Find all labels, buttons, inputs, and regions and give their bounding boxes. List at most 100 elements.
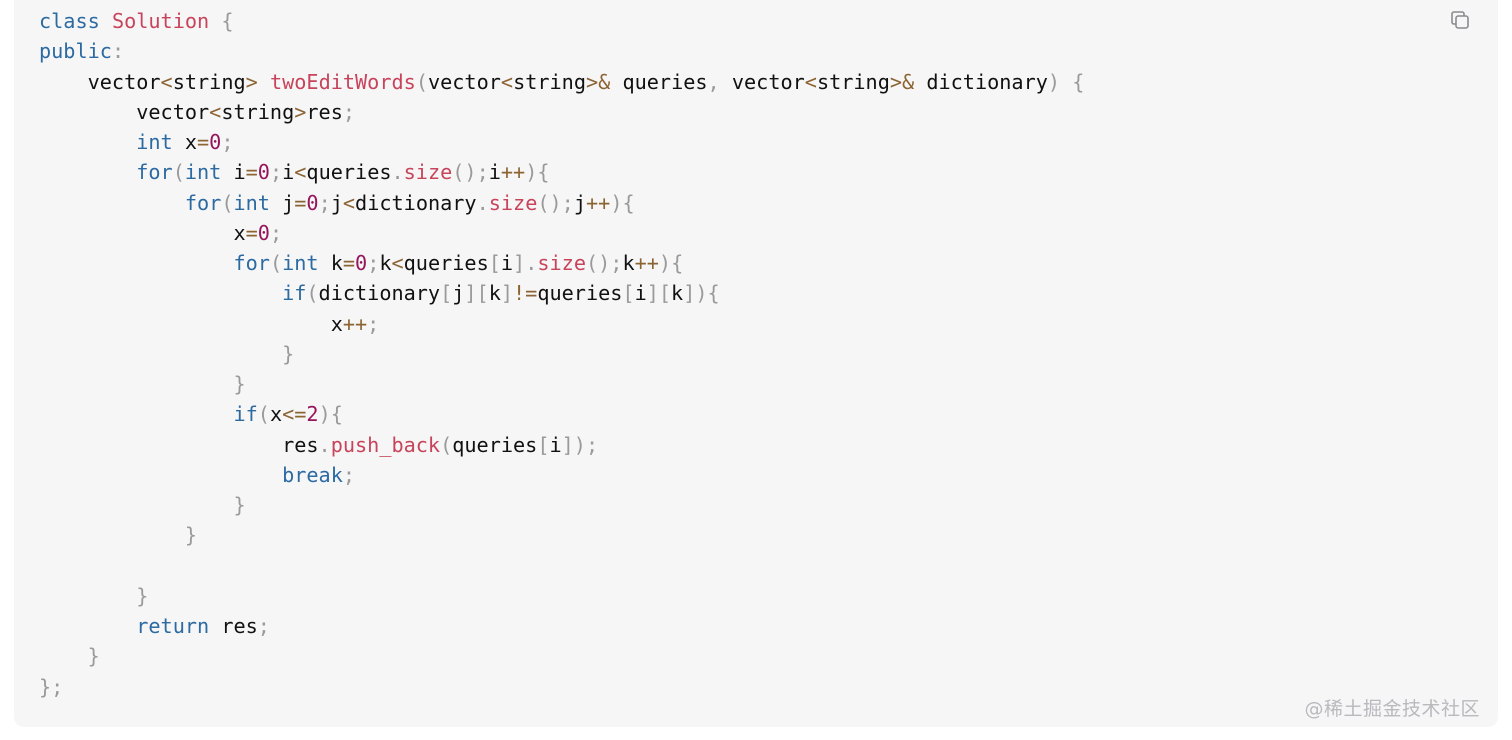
code-token: public bbox=[39, 39, 112, 64]
code-token: size bbox=[537, 251, 586, 275]
code-token: int bbox=[282, 251, 319, 275]
code-token: x bbox=[269, 402, 283, 427]
code-line: } bbox=[39, 490, 1084, 520]
code-token: queries bbox=[452, 432, 538, 457]
code-block: class Solution {public: vector<string> t… bbox=[14, 0, 1498, 727]
code-line: vector<string> twoEditWords(vector<strin… bbox=[39, 67, 1085, 97]
code-token: x bbox=[39, 311, 343, 336]
code-token: class bbox=[39, 9, 100, 33]
code-token: <= bbox=[282, 402, 307, 427]
code-token: k bbox=[488, 281, 501, 306]
code-line: x++; bbox=[39, 309, 1084, 339]
code-token: i bbox=[549, 432, 562, 457]
code-token: 0 bbox=[257, 160, 270, 185]
code-token: = bbox=[245, 220, 258, 245]
code-token: res bbox=[209, 614, 258, 638]
code-token: twoEditWords bbox=[269, 69, 416, 94]
code-token: i bbox=[488, 160, 501, 185]
code-token: string bbox=[221, 99, 295, 124]
code-token: 0 bbox=[209, 130, 222, 154]
code-token: ( bbox=[306, 281, 319, 306]
code-line: for(int i=0;i<queries.size();i++){ bbox=[39, 157, 1084, 187]
code-token: ){ bbox=[610, 190, 635, 215]
code-token bbox=[39, 130, 136, 154]
code-token: string bbox=[513, 69, 586, 94]
code-token: ++ bbox=[500, 160, 526, 185]
code-token: vector bbox=[39, 69, 161, 94]
code-token: . bbox=[391, 160, 404, 185]
code-token: } bbox=[233, 372, 246, 396]
code-token: }; bbox=[39, 674, 64, 699]
code-token: , bbox=[707, 69, 720, 94]
code-token: ; bbox=[257, 614, 270, 638]
code-token: dictionary bbox=[914, 69, 1048, 94]
code-token: ; bbox=[318, 190, 331, 215]
code-token: < bbox=[391, 251, 404, 275]
code-token: < bbox=[342, 190, 356, 215]
code-token: . bbox=[476, 190, 489, 215]
code-token: [ bbox=[537, 432, 550, 457]
code-token bbox=[39, 342, 282, 366]
code-token: int bbox=[136, 130, 173, 154]
code-token: ]){ bbox=[683, 281, 720, 306]
code-token bbox=[39, 644, 88, 668]
code-token: ++ bbox=[634, 251, 659, 275]
watermark: @稀土掘金技术社区 bbox=[1304, 698, 1480, 720]
code-token: } bbox=[184, 523, 198, 548]
code-line: }; bbox=[39, 672, 1084, 702]
code-token: ; bbox=[367, 251, 380, 275]
code-line: res.push_back(queries[i]); bbox=[39, 430, 1084, 460]
code-token: ; bbox=[367, 311, 380, 336]
code-token: k bbox=[622, 251, 635, 275]
code-token bbox=[39, 281, 282, 305]
code-token: dictionary bbox=[355, 190, 477, 215]
code-token: j bbox=[330, 190, 343, 215]
code-token bbox=[39, 493, 233, 517]
code-line bbox=[39, 551, 1084, 581]
code-token: ( bbox=[221, 190, 234, 215]
code-token: } bbox=[233, 493, 246, 517]
code-token bbox=[39, 160, 136, 184]
code-token: i bbox=[221, 160, 246, 185]
code-token: ( bbox=[415, 69, 428, 94]
code-content: class Solution {public: vector<string> t… bbox=[39, 6, 1084, 702]
code-line: break; bbox=[39, 460, 1084, 490]
code-token: < bbox=[160, 69, 173, 94]
code-token: [ bbox=[622, 281, 635, 306]
code-line: } bbox=[39, 520, 1084, 550]
code-token bbox=[39, 191, 185, 215]
code-token: ; bbox=[342, 99, 356, 124]
code-token: ++ bbox=[586, 190, 611, 215]
code-token: } bbox=[87, 644, 100, 669]
code-token: 2 bbox=[306, 402, 319, 427]
code-token bbox=[39, 463, 282, 487]
code-token: if bbox=[233, 402, 258, 427]
copy-button[interactable] bbox=[1448, 8, 1472, 32]
code-token: vector bbox=[39, 99, 210, 124]
code-token: res bbox=[306, 99, 343, 124]
code-token: { bbox=[221, 9, 234, 33]
code-token bbox=[39, 523, 185, 547]
code-token: (); bbox=[585, 251, 623, 275]
code-token: = bbox=[342, 251, 356, 275]
code-token: : bbox=[111, 39, 125, 64]
code-token: { bbox=[1072, 69, 1085, 94]
code-token bbox=[39, 584, 136, 608]
code-token: ++ bbox=[342, 311, 368, 336]
code-token: ; bbox=[269, 160, 283, 185]
code-token: j bbox=[269, 190, 295, 215]
code-token: > bbox=[245, 69, 258, 94]
code-token: . bbox=[318, 432, 331, 457]
code-token: size bbox=[488, 190, 538, 215]
code-token: k bbox=[379, 251, 392, 275]
code-token: ; bbox=[342, 462, 356, 487]
code-token bbox=[258, 70, 270, 94]
code-token: string bbox=[172, 69, 246, 94]
code-token: vector bbox=[719, 69, 805, 94]
code-token bbox=[100, 9, 112, 33]
code-token: queries bbox=[537, 281, 623, 306]
code-token: < bbox=[804, 69, 817, 94]
code-token: (); bbox=[537, 190, 574, 215]
code-token: j bbox=[573, 190, 586, 215]
code-token: = bbox=[294, 190, 307, 215]
